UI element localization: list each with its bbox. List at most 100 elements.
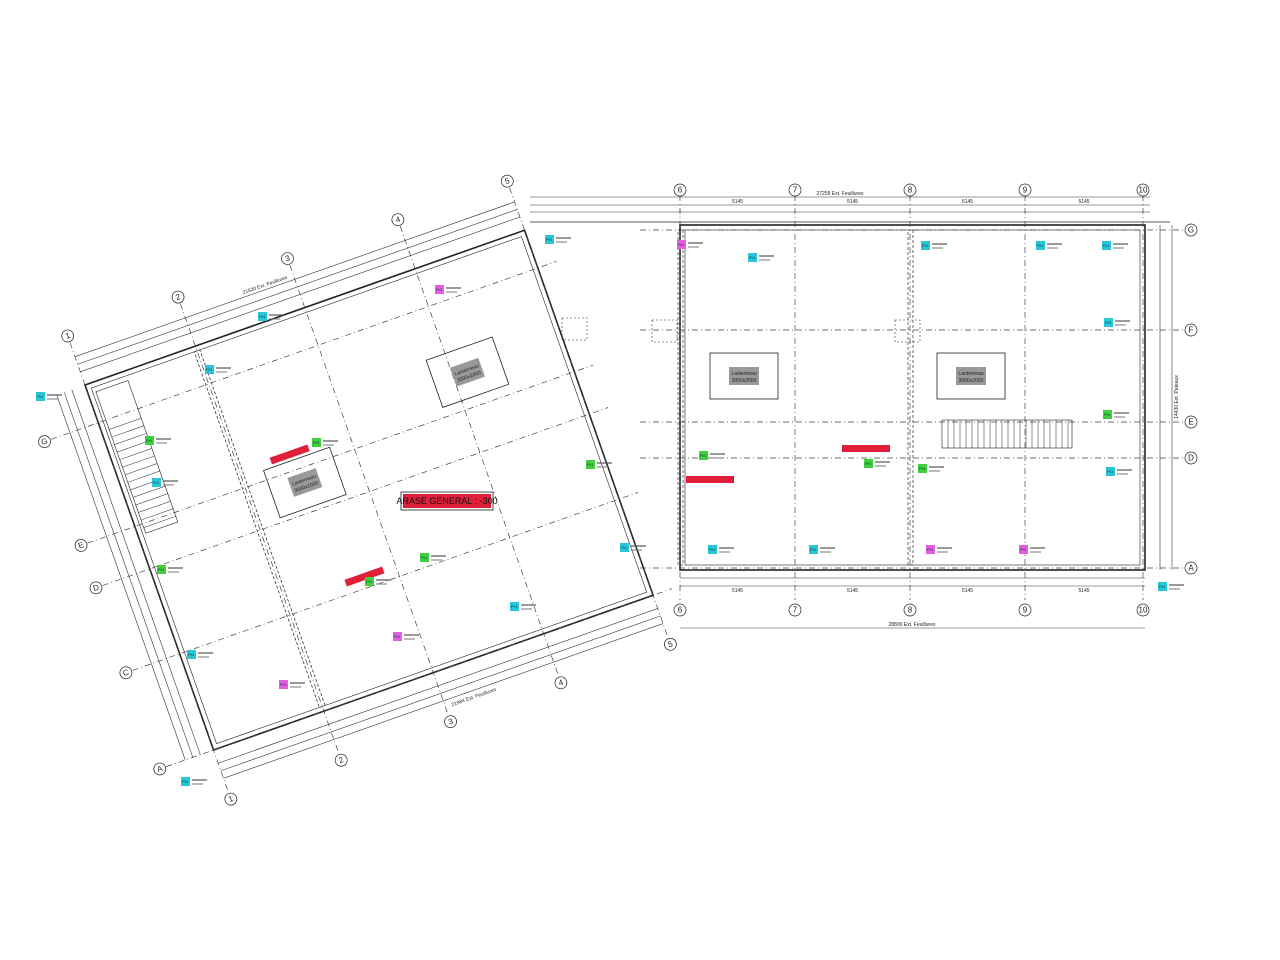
bay-dimension: 5145 xyxy=(847,199,858,205)
grid-bubble xyxy=(903,603,917,617)
equipment-tag: Pr1 xyxy=(699,451,725,460)
staircase xyxy=(941,419,1073,449)
equipment-tag: Pr1 xyxy=(1019,545,1045,554)
grid-label: 3 xyxy=(447,717,455,727)
grid-label: 6 xyxy=(678,606,683,615)
grid-bubble xyxy=(673,183,687,197)
svg-text:Pr1: Pr1 xyxy=(153,480,160,485)
grid-bubble xyxy=(391,213,405,227)
grid-label: 10 xyxy=(1139,606,1148,615)
grid-bubble xyxy=(281,252,294,265)
equipment-tag: Pr1 xyxy=(1104,318,1130,327)
equipment-tag: Pr1 xyxy=(36,392,62,401)
svg-text:Pr1: Pr1 xyxy=(749,255,756,260)
svg-text:Lanterneau: Lanterneau xyxy=(958,371,984,377)
equipment-tag: Pr1 xyxy=(420,553,446,562)
svg-text:Pr1: Pr1 xyxy=(709,547,716,552)
equipment-tag: Pr1 xyxy=(258,312,284,321)
grid-label: F xyxy=(1189,326,1194,335)
left-inner-wall xyxy=(90,236,648,745)
equipment-tag: Pr1 xyxy=(435,285,461,294)
equipment-tag: Pr1 xyxy=(921,241,947,250)
right-outer-wall xyxy=(679,224,1146,571)
equipment-tag: Pr1 xyxy=(586,460,612,469)
svg-text:Pr1: Pr1 xyxy=(922,243,929,248)
grid-line xyxy=(87,364,594,544)
warning-label xyxy=(842,445,890,452)
equipment-tag: Pr1 xyxy=(809,545,835,554)
grid-bubble xyxy=(89,581,103,595)
grid-bubble xyxy=(673,603,687,617)
svg-text:Pr1: Pr1 xyxy=(158,567,165,572)
grid-label: D xyxy=(1188,454,1194,463)
beam xyxy=(677,229,684,566)
equipment-tag: Pr1 xyxy=(1102,241,1128,250)
grid-line xyxy=(132,492,639,671)
svg-text:Pr1: Pr1 xyxy=(1159,584,1166,589)
grid-bubble xyxy=(334,753,348,767)
beam xyxy=(907,229,914,566)
bay-dimension: 5145 xyxy=(1078,588,1089,594)
grid-label: G xyxy=(1188,226,1194,235)
svg-text:Pr1: Pr1 xyxy=(546,237,553,242)
grid-label: 1 xyxy=(64,331,72,341)
equipment-tag: Pr1 xyxy=(545,235,571,244)
grid-bubble xyxy=(554,676,568,690)
equipment-tag: Pr1 xyxy=(181,777,207,786)
grid-line xyxy=(289,265,449,716)
equipment-tag: Pr1 xyxy=(157,565,183,574)
grid-label: C xyxy=(122,667,131,677)
equipment-tag: Pr1 xyxy=(1106,467,1132,476)
svg-text:Pr1: Pr1 xyxy=(37,394,44,399)
svg-text:Pr1: Pr1 xyxy=(1037,243,1044,248)
equipment-tag: Pr1 xyxy=(864,459,890,468)
grid-bubble xyxy=(171,290,185,304)
grid-bubble xyxy=(1018,603,1032,617)
bay-dimension: 5145 xyxy=(1078,199,1089,205)
grid-label: E xyxy=(77,540,85,550)
grid-label: G xyxy=(40,436,49,447)
grid-bubble xyxy=(1184,415,1198,429)
grid-label: 2 xyxy=(174,292,182,302)
warning-label xyxy=(269,444,310,465)
grid-label: 6 xyxy=(678,186,683,195)
equipment-tag: Pr1 xyxy=(1103,410,1129,419)
grid-line xyxy=(166,588,673,767)
equipment-tag: Pr1 xyxy=(620,543,646,552)
grid-label: 1 xyxy=(227,794,235,804)
equipment-tag: Pr1 xyxy=(365,577,391,586)
grid-label: 5 xyxy=(667,639,675,649)
grid-label: 7 xyxy=(793,606,798,615)
equipment-tag: Pr1 xyxy=(187,650,213,659)
grid-bubble xyxy=(1184,561,1198,575)
grid-bubble xyxy=(903,183,917,197)
svg-text:Pr1: Pr1 xyxy=(1103,243,1110,248)
grid-label: 4 xyxy=(557,678,565,688)
dimension-side: 14430 Ext. Pateaux xyxy=(1174,375,1180,419)
svg-text:Pr1: Pr1 xyxy=(678,242,685,247)
bay-dimension: 5145 xyxy=(962,588,973,594)
grid-bubble xyxy=(224,792,238,806)
svg-text:Pr1: Pr1 xyxy=(206,367,213,372)
grid-bubble xyxy=(1184,323,1198,337)
svg-text:3000x2000: 3000x2000 xyxy=(959,378,984,384)
grid-label: 7 xyxy=(793,186,798,195)
equipment-tag: Pr1 xyxy=(510,602,536,611)
svg-text:Pr1: Pr1 xyxy=(700,453,707,458)
grid-label: 3 xyxy=(284,253,292,263)
grid-bubble xyxy=(664,637,677,651)
grid-label: 9 xyxy=(1023,606,1028,615)
grid-label: A xyxy=(1188,564,1194,573)
grid-bubble xyxy=(788,183,802,197)
svg-text:Pr1: Pr1 xyxy=(394,634,401,639)
grid-label: A xyxy=(156,764,165,774)
equipment-tag: Pr1 xyxy=(393,632,419,641)
grid-line xyxy=(399,226,559,677)
equipment-tag: Pr1 xyxy=(918,464,944,473)
warning-label xyxy=(686,476,734,483)
svg-text:Pr1: Pr1 xyxy=(865,461,872,466)
grid-label: 2 xyxy=(338,755,346,765)
svg-text:Pr1: Pr1 xyxy=(1020,547,1027,552)
